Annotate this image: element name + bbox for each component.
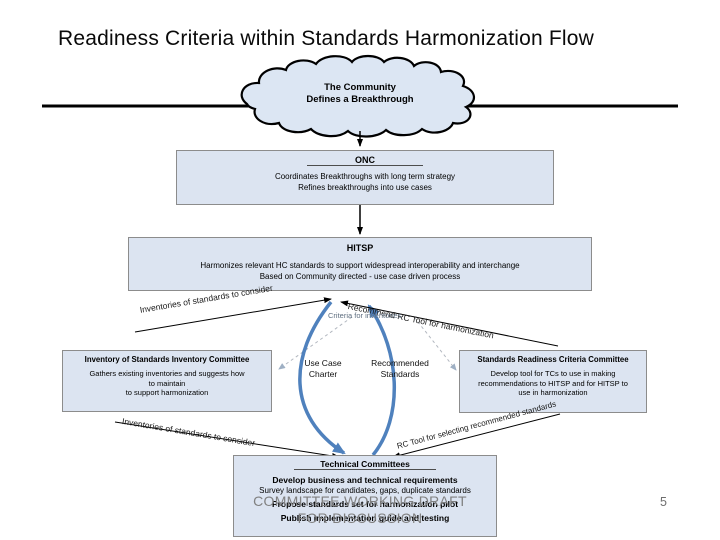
label-recommend-rc-tool: Recommend RC Tool for harmonization	[347, 301, 495, 341]
node-hitsp-body: Harmonizes relevant HC standards to supp…	[200, 261, 520, 281]
label-recommended-standards: Recommended Standards	[371, 358, 429, 379]
cloud-label-line2: Defines a Breakthrough	[306, 94, 414, 105]
node-onc: ONC Coordinates Breakthroughs with long …	[176, 150, 554, 205]
node-inventory-title: Inventory of Standards Inventory Committ…	[84, 355, 250, 364]
node-readiness-title: Standards Readiness Criteria Committee	[477, 355, 629, 364]
node-technical-title: Technical Committees	[234, 459, 496, 470]
node-onc-body: Coordinates Breakthroughs with long term…	[274, 172, 456, 192]
blue-curve-recommended	[367, 304, 396, 457]
node-inventory-body: Gathers existing inventories and suggest…	[89, 369, 245, 397]
node-technical-committees: Technical Committees Develop business an…	[233, 455, 497, 537]
footer-for-discussion: FOR DISCUSSION	[297, 510, 423, 526]
node-readiness-body: Develop tool for TCs to use in making re…	[478, 369, 628, 397]
label-inventories-to-consider-bottom: Inventories of standards to consider	[121, 416, 256, 449]
label-criteria-for-inventories: Criteria for inventories	[328, 311, 402, 320]
cloud-label-line1: The Community	[324, 82, 396, 93]
label-use-case-charter: Use Case Charter	[304, 358, 342, 379]
node-onc-title: ONC	[177, 155, 553, 166]
node-inventory-committee: Inventory of Standards Inventory Committ…	[62, 350, 272, 412]
node-hitsp-title: HITSP	[346, 243, 374, 253]
node-readiness-committee: Standards Readiness Criteria Committee D…	[459, 350, 647, 413]
node-hitsp: HITSP Harmonizes relevant HC standards t…	[128, 237, 592, 291]
page-title: Readiness Criteria within Standards Harm…	[58, 27, 595, 50]
node-technical-body: Develop business and technical requireme…	[259, 475, 471, 523]
cloud-label: The Community Defines a Breakthrough	[296, 82, 424, 106]
footer-working-draft: COMMITTEE WORKING DRAFT	[253, 493, 467, 509]
page-number: 5	[660, 495, 667, 509]
